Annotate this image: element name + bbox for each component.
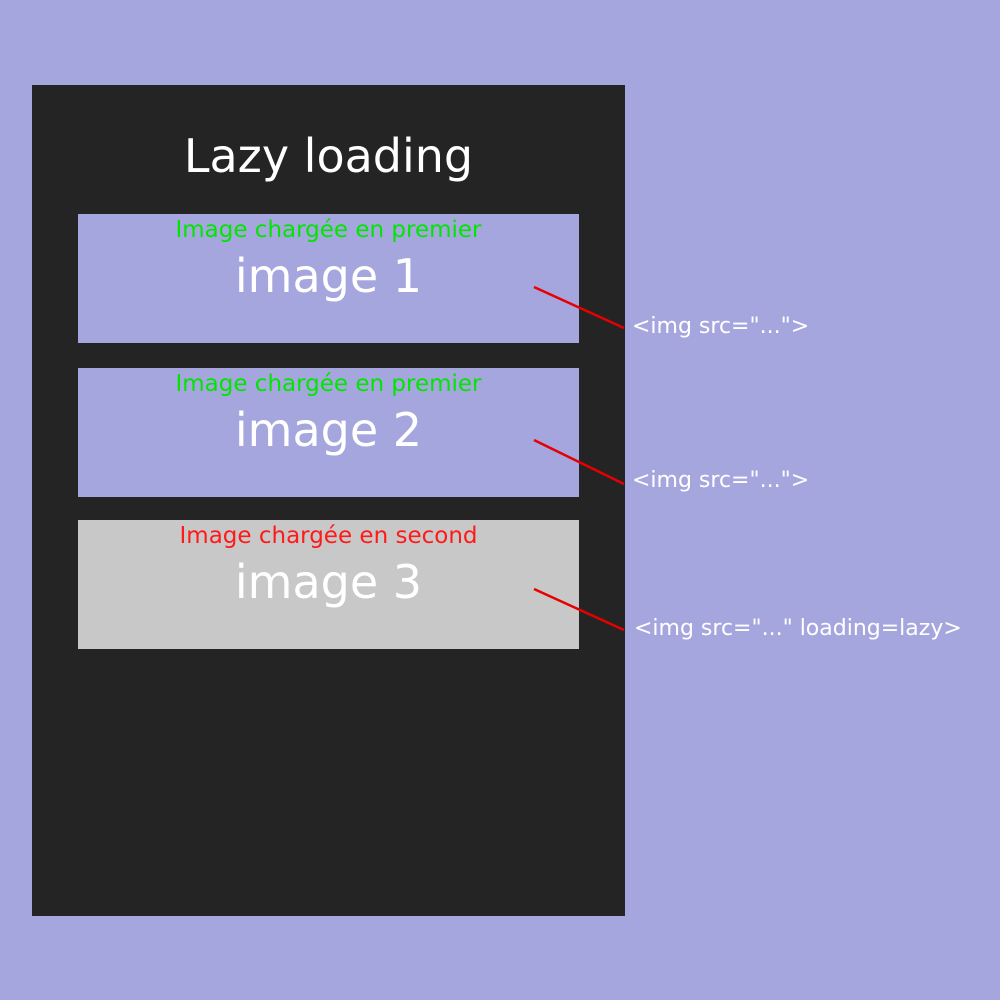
- load-status-2: Image chargée en premier: [175, 371, 482, 397]
- page-title: Lazy loading: [183, 129, 474, 183]
- img-tag-code-3: <img src="..." loading=lazy>: [634, 616, 962, 641]
- load-status-1: Image chargée en premier: [175, 217, 482, 243]
- image-box-3: Image chargée en second image 3: [78, 520, 579, 649]
- image-label-1: image 1: [234, 249, 423, 303]
- image-box-1: Image chargée en premier image 1: [78, 214, 579, 343]
- connector-line-2: [533, 438, 625, 486]
- load-status-3: Image chargée en second: [179, 523, 478, 549]
- img-tag-code-2: <img src="...">: [632, 468, 810, 493]
- image-box-2: Image chargée en premier image 2: [78, 368, 579, 497]
- image-label-3: image 3: [234, 555, 423, 609]
- connector-line-1: [533, 285, 625, 330]
- img-tag-code-1: <img src="...">: [632, 314, 810, 339]
- connector-line-3: [533, 587, 625, 632]
- image-label-2: image 2: [234, 403, 423, 457]
